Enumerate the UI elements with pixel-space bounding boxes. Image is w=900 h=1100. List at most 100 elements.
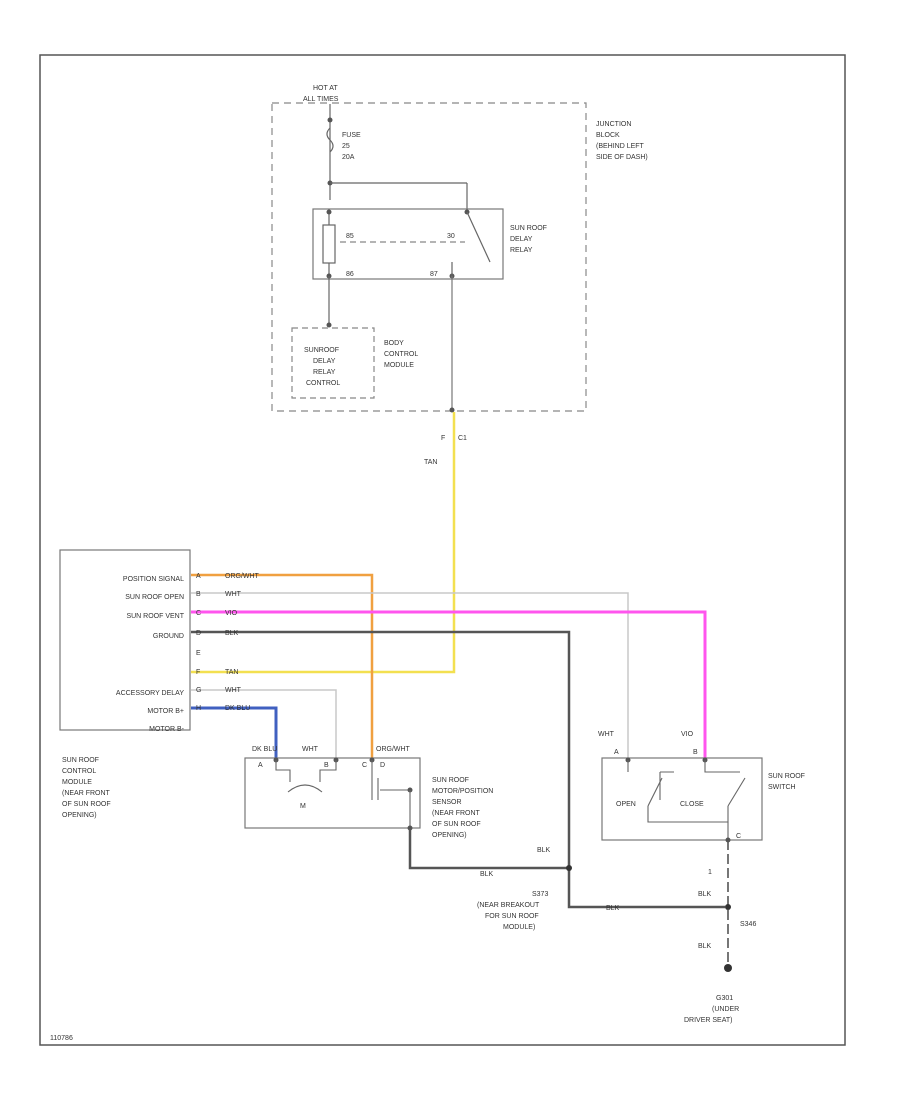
motor-wire-org: ORG/WHT — [376, 746, 411, 753]
switch-pin-b: B — [693, 749, 698, 756]
switch-pin-c: C — [736, 833, 741, 840]
relay-coil — [322, 224, 336, 264]
splice-code: S346 — [740, 921, 756, 928]
splice-blk-label-2: BLK — [606, 905, 620, 912]
wire-dk-blu — [191, 706, 278, 758]
module-desc-5: OF SUN ROOF — [62, 801, 111, 808]
splice-blk-label: BLK — [537, 847, 551, 854]
motor-wire-blu: DK BLU — [252, 746, 277, 753]
jb-label-2: BLOCK — [596, 132, 620, 139]
motor-pin-2: B — [324, 762, 329, 769]
ground-desc-2: DRIVER SEAT) — [684, 1017, 733, 1024]
switch-wire-vio: VIO — [681, 731, 694, 738]
switch-open-contact — [627, 760, 674, 800]
relay-label-1: SUN ROOF — [510, 225, 547, 232]
motor-pin-1: A — [258, 762, 263, 769]
hot-label-2: ALL TIMES — [303, 96, 339, 103]
module-desc-1: SUN ROOF — [62, 757, 99, 764]
relay-pin-30: 30 — [447, 233, 455, 240]
c1-dot — [449, 407, 455, 413]
switch-open-label: OPEN — [616, 801, 636, 808]
motor-m-label: M — [300, 803, 306, 810]
splice-desc-2: FOR SUN ROOF — [485, 913, 539, 920]
fuse-label-2: 25 — [342, 143, 350, 150]
switch-pin-a: A — [614, 749, 619, 756]
motor-desc-6: OPENING) — [432, 832, 467, 839]
relay-pin-85: 85 — [346, 233, 354, 240]
module-row-wire: WHT — [225, 687, 242, 694]
module-row-wire: VIO — [225, 610, 238, 617]
switch-box — [601, 757, 763, 841]
tan-wire-label: TAN — [424, 459, 437, 466]
motor-desc-3: SENSOR — [432, 799, 462, 806]
switch-desc-2: SWITCH — [768, 784, 796, 791]
jb-label-3: (BEHIND LEFT — [596, 143, 645, 150]
bcm-pin-dot — [326, 322, 332, 328]
motor-internal-loop — [275, 760, 337, 782]
module-desc-3: MODULE — [62, 779, 92, 786]
switch-common — [647, 806, 729, 823]
hot-label-1: HOT AT — [313, 85, 338, 92]
splice-s346 — [725, 904, 731, 910]
module-row-wire: ORG/WHT — [225, 573, 260, 580]
module-row-label: SUN ROOF VENT — [126, 613, 184, 620]
motor-box — [244, 757, 421, 829]
module-row-label: MOTOR B- — [149, 726, 185, 733]
junction-block-outline — [271, 102, 587, 412]
relay-switch-arm — [466, 211, 491, 263]
splice-s373 — [566, 865, 572, 871]
jb-label-1: JUNCTION — [596, 121, 631, 128]
wire-motor-blk — [408, 828, 569, 870]
switch-close-label: CLOSE — [680, 801, 704, 808]
figure-number: 110786 — [50, 1035, 73, 1042]
switch-wire-wht: WHT — [598, 731, 615, 738]
motor-desc-1: SUN ROOF — [432, 777, 469, 784]
ground-desc-1: (UNDER — [712, 1006, 739, 1013]
module-row-wire: TAN — [225, 669, 238, 676]
bcm-box — [291, 327, 375, 399]
relay-pin-85-dot — [326, 209, 332, 215]
module-row-wire: DK BLU — [225, 705, 250, 712]
module-row-pin: G — [196, 687, 201, 694]
splice-name: S373 — [532, 891, 548, 898]
module-row-pin: F — [196, 669, 200, 676]
wire-vio — [191, 610, 707, 758]
switch-desc-1: SUN ROOF — [768, 773, 805, 780]
motor-desc-4: (NEAR FRONT — [432, 810, 481, 817]
motor-wire-wht: WHT — [302, 746, 319, 753]
fuse-label-3: 20A — [342, 154, 355, 161]
splice-desc-1: (NEAR BREAKOUT — [477, 902, 540, 909]
bcm-label-2: CONTROL — [384, 351, 418, 358]
module-row-pin: A — [196, 573, 201, 580]
module-row-wire: WHT — [225, 591, 242, 598]
c1-label: C1 — [458, 435, 467, 442]
bcm-box-text-3: RELAY — [313, 369, 336, 376]
module-row-pin: C — [196, 610, 201, 617]
module-desc-2: CONTROL — [62, 768, 96, 775]
module-row-label: ACCESSORY DELAY — [116, 690, 184, 697]
switch-close-blade — [727, 777, 746, 807]
control-module-box — [59, 549, 191, 731]
splice-blk-bottom: BLK — [698, 943, 712, 950]
motor-pin-4: D — [380, 762, 385, 769]
c1-pin: F — [441, 435, 445, 442]
relay-pin-87: 87 — [430, 271, 438, 278]
jb-label-4: SIDE OF DASH) — [596, 154, 648, 161]
wire-wht-switch — [191, 592, 629, 758]
module-row-pin: B — [196, 591, 201, 598]
bcm-box-text-4: CONTROL — [306, 380, 340, 387]
motor-desc-2: MOTOR/POSITION — [432, 788, 493, 795]
switch-open-blade — [647, 777, 663, 807]
switch-close-contact — [704, 760, 740, 773]
fuse-label-1: FUSE — [342, 132, 361, 139]
splice-desc-3: MODULE) — [503, 924, 535, 931]
module-desc-4: (NEAR FRONT — [62, 790, 111, 797]
module-row-label: SUN ROOF OPEN — [125, 594, 184, 601]
bcm-label-3: MODULE — [384, 362, 414, 369]
bcm-box-text-1: SUNROOF — [304, 347, 339, 354]
relay-label-3: RELAY — [510, 247, 533, 254]
wire-tan — [191, 412, 456, 674]
bcm-label-1: BODY — [384, 340, 404, 347]
